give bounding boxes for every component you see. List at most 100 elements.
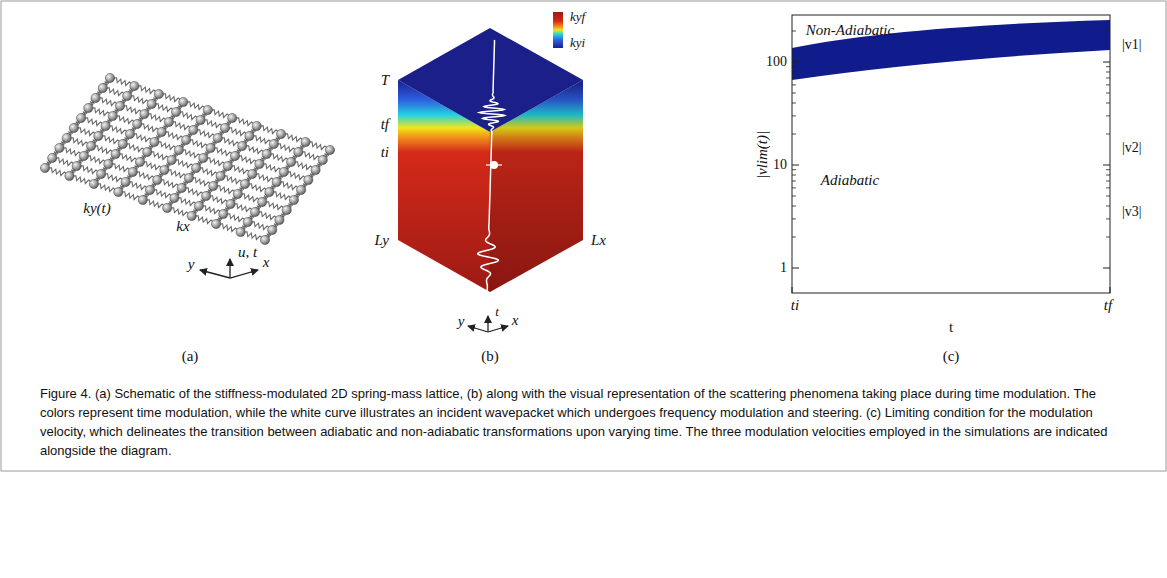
colorbar-label: kyf	[570, 10, 585, 24]
mass	[179, 97, 188, 106]
mass	[260, 235, 269, 244]
mass	[294, 147, 303, 156]
minor-tick	[792, 134, 796, 135]
mass	[72, 161, 81, 170]
mass	[123, 91, 132, 100]
minor-tick	[792, 175, 796, 176]
mass	[184, 173, 193, 182]
time-label: T	[381, 72, 389, 89]
minor-tick	[792, 84, 796, 85]
mass	[304, 175, 313, 184]
mass	[115, 101, 124, 110]
mass	[138, 195, 147, 204]
tick-label: tf	[1104, 297, 1112, 314]
minor-tick	[792, 103, 796, 104]
mass	[163, 203, 172, 212]
tick-label: ti	[791, 297, 799, 314]
mass	[202, 191, 211, 200]
mass	[177, 183, 186, 192]
cube-axes	[468, 316, 508, 332]
axis-label: t	[495, 305, 499, 319]
mass	[262, 149, 271, 158]
mass	[189, 125, 198, 134]
minor-tick	[1106, 181, 1110, 182]
minor-tick	[792, 115, 796, 116]
axis-label: x	[512, 312, 519, 329]
mass	[265, 187, 274, 196]
minor-tick	[1106, 134, 1110, 135]
axis-label: u, t	[238, 244, 257, 261]
velocity-label: |v1|	[1122, 37, 1142, 52]
panel-label: (c)	[943, 348, 960, 365]
mass	[164, 117, 173, 126]
mass	[174, 145, 183, 154]
minor-tick	[1106, 175, 1110, 176]
minor-tick	[792, 187, 796, 188]
mass	[196, 115, 205, 124]
mass	[216, 171, 225, 180]
mass	[79, 151, 88, 160]
mass	[212, 219, 221, 228]
minor-tick	[792, 72, 796, 73]
mass	[206, 143, 215, 152]
mass	[140, 109, 149, 118]
stiffness-label: kx	[176, 218, 189, 235]
mass	[311, 165, 320, 174]
mass	[111, 149, 120, 158]
mass	[62, 133, 71, 142]
mass	[199, 153, 208, 162]
mass	[245, 131, 254, 140]
minor-tick	[1106, 237, 1110, 238]
mass	[209, 181, 218, 190]
mass	[250, 207, 259, 216]
mass	[248, 169, 257, 178]
tick-label: 10	[773, 157, 787, 172]
mass	[108, 111, 117, 120]
velocity-label: |v2|	[1122, 140, 1142, 155]
mass	[167, 155, 176, 164]
length-label: Ly	[374, 232, 389, 249]
mass	[65, 171, 74, 180]
tick-marks	[792, 62, 1110, 293]
velocity-plot	[792, 15, 1110, 293]
mass	[226, 199, 235, 208]
mass	[279, 167, 288, 176]
mass	[228, 113, 237, 122]
wavepacket-curve	[478, 40, 505, 292]
mass	[220, 123, 229, 132]
panel-label: (a)	[182, 348, 199, 365]
mass	[268, 225, 277, 234]
mass	[104, 159, 113, 168]
axis-label: y	[458, 313, 465, 330]
minor-tick	[1106, 115, 1110, 116]
tick-label: 1	[780, 260, 787, 275]
mass	[272, 177, 281, 186]
axis-label: y	[188, 256, 195, 273]
mass	[121, 177, 130, 186]
mass	[287, 157, 296, 166]
mass	[105, 73, 114, 82]
mass	[157, 127, 166, 136]
mass	[192, 163, 201, 172]
mass	[203, 105, 212, 114]
mass	[170, 193, 179, 202]
minor-tick	[792, 206, 796, 207]
mass	[277, 129, 286, 138]
limit-band	[792, 20, 1110, 80]
colorbar	[553, 12, 563, 48]
minor-tick	[792, 66, 796, 67]
mass	[84, 103, 93, 112]
minor-tick	[1106, 72, 1110, 73]
mass	[91, 93, 100, 102]
minor-tick	[792, 31, 796, 32]
mass	[230, 151, 239, 160]
lattice-axes	[200, 259, 258, 278]
minor-tick	[792, 181, 796, 182]
mass	[143, 147, 152, 156]
mass	[145, 185, 154, 194]
minor-tick	[1106, 196, 1110, 197]
minor-tick	[1106, 103, 1110, 104]
